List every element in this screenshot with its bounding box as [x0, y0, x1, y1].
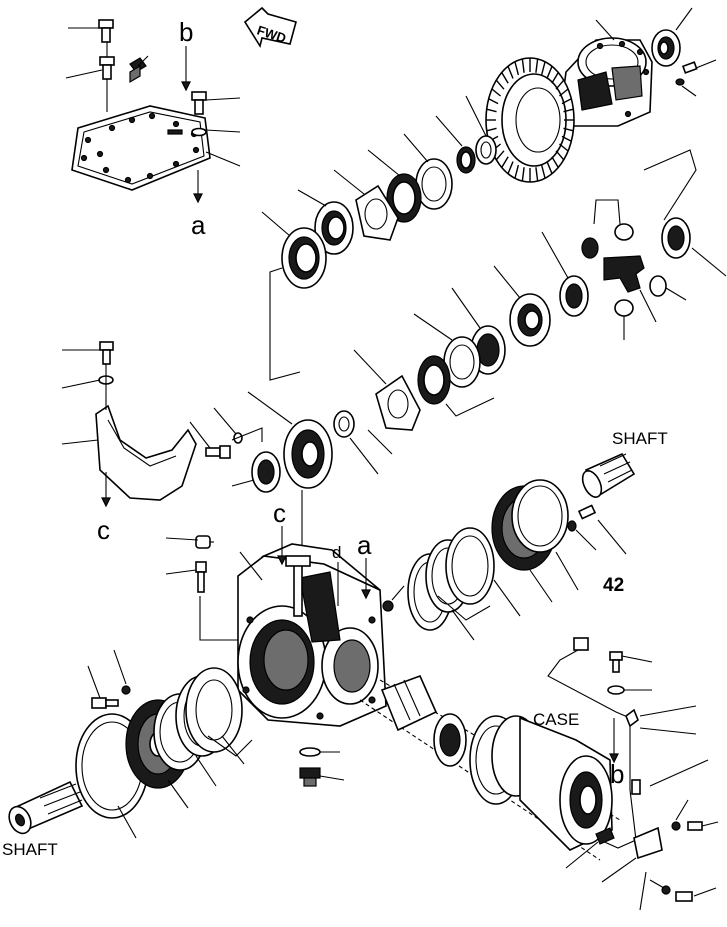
ring-gear-tooth	[507, 66, 514, 79]
output-shaft-right: SHAFT	[581, 429, 668, 498]
ring-gear	[485, 57, 575, 183]
fwd-arrow-icon: FWD	[243, 6, 297, 49]
ring-gear-tooth	[555, 150, 565, 161]
ring-gear-tooth	[521, 167, 525, 182]
ring-gear-tooth	[535, 58, 539, 73]
ring-gear-tooth	[563, 127, 574, 132]
middle-shim-stack	[333, 265, 551, 475]
ring-gear-tooth	[555, 79, 565, 90]
ring-gear-tooth	[540, 164, 546, 179]
ring-gear-tooth	[561, 98, 572, 105]
right-brake-group: 42	[407, 479, 627, 641]
ring-gear-tooth	[486, 127, 497, 132]
input-seal	[231, 391, 333, 560]
ring-gear-tooth	[488, 98, 499, 105]
ring-gear-tooth	[486, 108, 497, 113]
case-label: CASE	[533, 710, 579, 729]
callout-42: 42	[603, 575, 624, 596]
differential-housing	[561, 7, 717, 127]
ref-label-a-top: a	[191, 210, 206, 240]
ref-label-b-lower: b	[610, 759, 624, 789]
cover-plug	[129, 57, 147, 84]
ring-gear-tooth	[491, 88, 501, 97]
axle-case-group: CASE	[359, 674, 621, 861]
ring-gear-tooth	[540, 61, 546, 76]
ring-gear-tooth	[551, 72, 559, 84]
cover-side-bolt	[191, 91, 207, 137]
ring-gear-tooth	[535, 167, 539, 182]
ref-label-c-left: c	[97, 515, 110, 545]
ring-gear-tooth	[495, 79, 505, 90]
ring-gear-tooth	[514, 164, 520, 179]
cover-bolt-upper	[98, 19, 114, 43]
ring-gear-tooth	[561, 135, 572, 142]
cover-bolt-lower	[99, 56, 115, 80]
ref-label-b-top: b	[179, 17, 193, 47]
ref-label-c-case: c	[273, 498, 286, 528]
ring-gear-tooth	[559, 143, 569, 152]
left-brake-group	[75, 649, 253, 839]
ring-gear-tooth	[546, 161, 553, 174]
upper-shim-stack	[261, 95, 497, 289]
breather-tube: b	[547, 637, 719, 911]
ring-gear-tooth	[507, 161, 514, 174]
ring-gear-tooth	[501, 156, 509, 168]
shaft-label-lower: SHAFT	[2, 840, 58, 859]
cover-plate	[71, 105, 211, 191]
bearing-cap: c	[61, 341, 263, 545]
ring-gear-teeth	[486, 58, 574, 182]
ring-gear-tooth	[563, 108, 574, 113]
drain-plug	[299, 747, 345, 787]
spider-gear-group	[541, 149, 727, 340]
ring-gear-tooth	[521, 58, 525, 73]
main-case: c d a	[165, 498, 405, 727]
output-shaft-left: SHAFT	[2, 780, 84, 859]
ref-label-a-case: a	[357, 530, 372, 560]
ring-gear-tooth	[546, 66, 553, 79]
ref-label-d: d	[332, 543, 341, 562]
ring-gear-tooth	[501, 72, 509, 84]
ring-gear-tooth	[551, 156, 559, 168]
ring-gear-tooth	[559, 88, 569, 97]
shaft-label-upper: SHAFT	[612, 429, 668, 448]
top-cover-group: b a	[65, 17, 241, 240]
ring-gear-tooth	[495, 150, 505, 161]
ring-gear-tooth	[514, 61, 520, 76]
